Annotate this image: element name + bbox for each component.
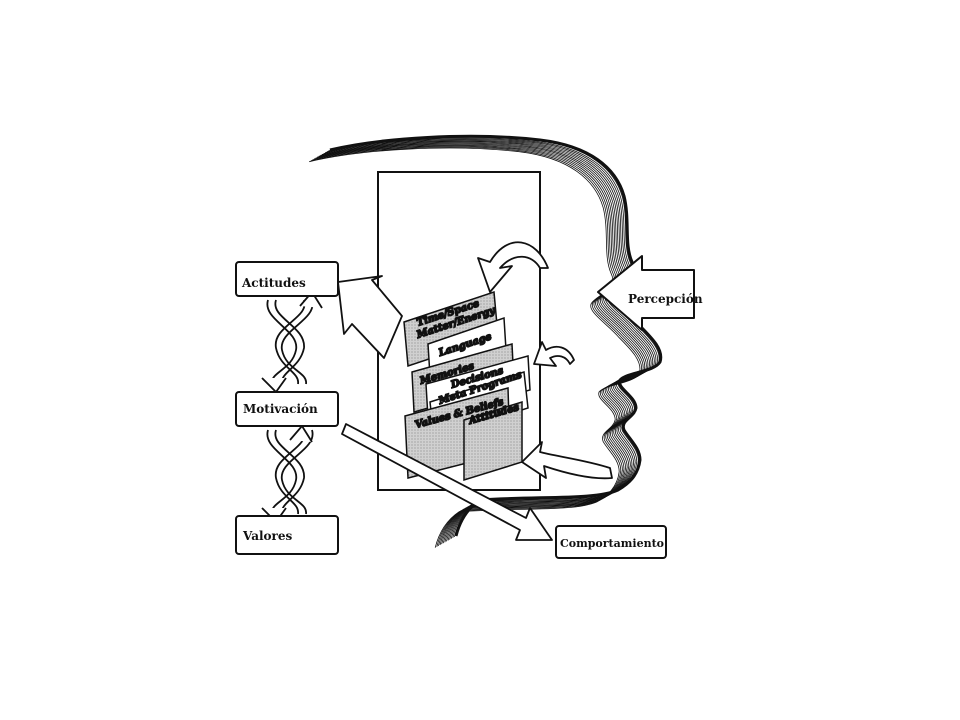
label-actitudes: Actitudes: [241, 276, 306, 290]
label-valores: Valores: [242, 529, 293, 543]
head-contour-line: [309, 147, 641, 548]
label-percepcion: Percepción: [628, 292, 703, 306]
box-valores: Valores: [235, 515, 339, 555]
perception-arrow: [597, 255, 695, 331]
head-profile: [309, 134, 663, 548]
arrow-to-comportamiento: [341, 423, 553, 541]
box-comportamiento: Comportamiento: [555, 525, 667, 559]
curved-arrow-top: [477, 241, 549, 293]
box-actitudes: Actitudes: [235, 261, 339, 297]
braid-motivacion-valores: [261, 424, 314, 524]
curved-arrow-middle: [533, 341, 575, 367]
box-motivacion: Motivación: [235, 391, 339, 427]
label-motivacion: Motivación: [243, 402, 318, 416]
arrow-to-actitudes: [337, 275, 403, 359]
filter-cards: Time/Space Matter/Energy Language Memori…: [403, 290, 531, 482]
curved-arrows: [477, 241, 613, 480]
curved-arrow-bottom: [521, 441, 613, 480]
braid-actitudes-motivacion: [261, 290, 323, 394]
head-outline: [329, 134, 663, 537]
label-comportamiento: Comportamiento: [560, 537, 664, 550]
